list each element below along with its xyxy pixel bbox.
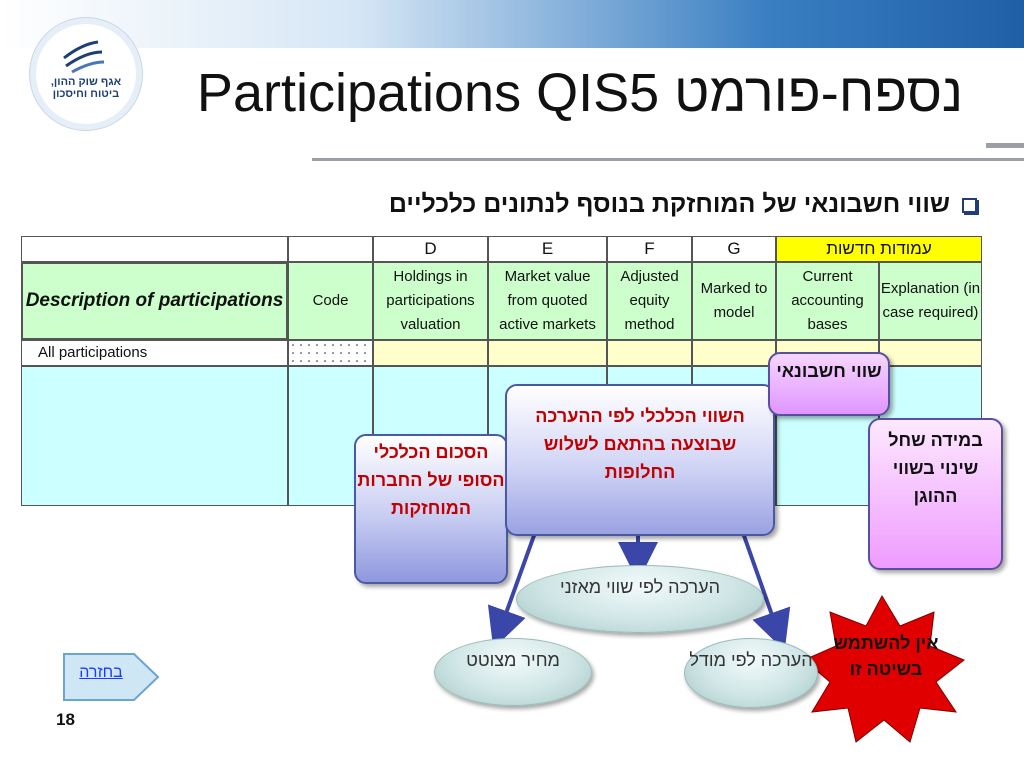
row2-description-cell: [21, 366, 288, 506]
letter-cell-g: G: [692, 236, 776, 262]
logo: אגף שוק ההון, ביטוח וחיסכון: [30, 18, 142, 130]
title-underline: [312, 158, 1024, 161]
callout-total-economic: הסכום הכלכלי הסופי של החברות המוחזקות: [354, 434, 508, 584]
oval-equity-valuation: הערכה לפי שווי מאזני: [516, 565, 764, 633]
page-title: Participations QIS5 נספח-פורמט: [196, 63, 964, 123]
warning-star-text: אין להשתמש בשיטה זו: [833, 633, 939, 679]
bullet-checkbox-icon: [962, 198, 977, 213]
letter-cell-f: F: [607, 236, 692, 262]
back-button[interactable]: בחזרה: [79, 664, 123, 681]
row1-i-cell: [879, 340, 982, 366]
row1-code-cell: [288, 340, 373, 366]
header-marked-to-model: Marked to model: [692, 262, 776, 340]
row1-e-cell: [488, 340, 607, 366]
letter-cell-d: D: [373, 236, 488, 262]
header-code: Code: [288, 262, 373, 340]
header-description: Description of participations: [21, 262, 288, 340]
header-explanation: Explanation (in case required): [879, 262, 982, 340]
callout-accounting-value: שווי חשבונאי: [768, 352, 890, 416]
row-all-participations-label: All participations: [21, 340, 288, 366]
page-number: 18: [56, 710, 75, 729]
letter-cell-blank-b: [288, 236, 373, 262]
letter-cell-e: E: [488, 236, 607, 262]
logo-wave-icon: [63, 40, 105, 74]
row1-g-cell: [692, 340, 776, 366]
new-columns-label: עמודות חדשות: [776, 236, 982, 262]
warning-star-icon: [803, 594, 965, 743]
row1-f-cell: [607, 340, 692, 366]
oval-quoted-price: מחיר מצוטט: [434, 638, 592, 706]
header-adjusted-equity: Adjusted equity method: [607, 262, 692, 340]
oval-model-valuation: הערכה לפי מודל: [684, 638, 818, 708]
row1-d-cell: [373, 340, 488, 366]
callout-economic-value: השווי הכלכלי לפי ההערכה שבוצעה בהתאם לשל…: [505, 384, 775, 536]
header-market-value: Market value from quoted active markets: [488, 262, 607, 340]
logo-text: אגף שוק ההון, ביטוח וחיסכון: [50, 76, 122, 100]
arrow-to-quoted-price: [487, 529, 538, 649]
header-holdings: Holdings in participations valuation: [373, 262, 488, 340]
subtitle: שווי חשבונאי של המוחזקת בנוסף לנתונים כל…: [388, 190, 950, 218]
back-button-arrow: [63, 653, 160, 701]
top-gradient-bar: [0, 0, 1024, 48]
letter-cell-blank-a: [21, 236, 288, 262]
callout-fair-value-change: במידה שחל שינוי בשווי ההוגן: [868, 418, 1003, 570]
title-underline-accent: [986, 144, 1024, 148]
header-current-accounting: Current accounting bases: [776, 262, 879, 340]
arrow-to-model-valuation: [740, 529, 791, 651]
